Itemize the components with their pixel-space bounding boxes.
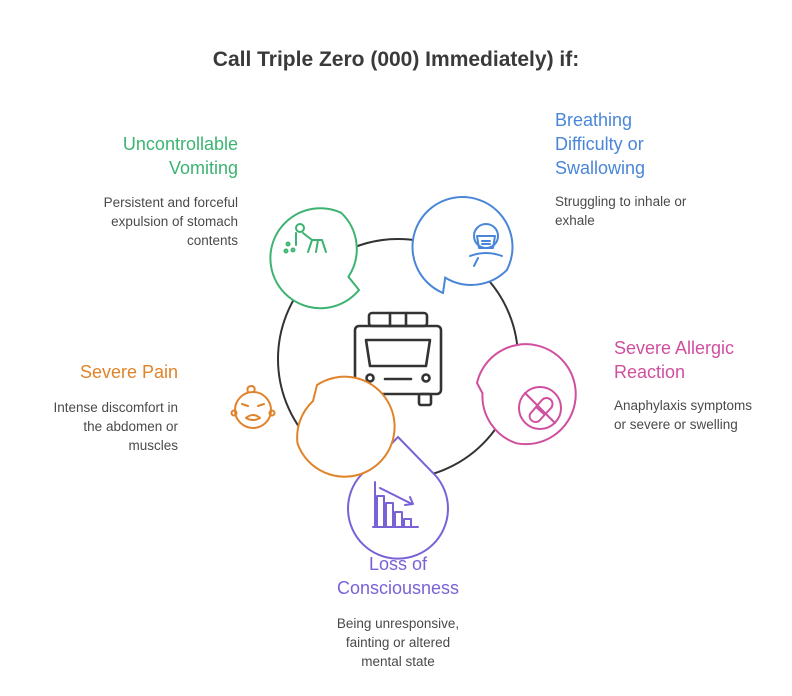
breathing-heading: Breathing Difficulty or Swallowing: [555, 108, 755, 180]
allergic-heading-line-1: Severe Allergic: [614, 338, 735, 358]
pain-description-line-2: the abdomen or: [83, 419, 178, 434]
pain-pin: [230, 375, 396, 478]
consciousness-heading: Loss of Consciousness: [298, 552, 498, 600]
breathing-description: Struggling to inhale or exhale: [555, 192, 755, 230]
no-pills-icon: [518, 386, 562, 430]
vomiting-description-line-3: contents: [186, 233, 238, 248]
crawling-vomit-icon: [283, 223, 327, 254]
breathing-pin: [411, 196, 514, 295]
vomiting-description: Persistent and forceful expulsion of sto…: [58, 193, 238, 250]
breathing-description-line-2: exhale: [555, 213, 595, 228]
allergic-heading: Severe Allergic Reaction: [614, 336, 784, 384]
pain-heading: Severe Pain: [8, 360, 178, 384]
vomiting-pin: [269, 207, 361, 310]
face-mask-icon: [469, 223, 503, 267]
consciousness-description-line-1: Being unresponsive,: [336, 616, 460, 631]
page-title: Call Triple Zero (000) Immediately) if:: [212, 48, 580, 71]
consciousness-description: Being unresponsive, fainting or altered …: [298, 614, 498, 671]
vomiting-heading-line-1: Uncontrollable: [122, 134, 238, 154]
allergic-pin: [475, 343, 577, 446]
breathing-heading-line-1: Breathing: [555, 110, 633, 130]
breathing-heading-line-2: Difficulty or: [555, 134, 644, 154]
consciousness-description-line-2: fainting or altered: [345, 635, 451, 650]
breathing-heading-line-3: Swallowing: [555, 158, 646, 178]
vomiting-description-line-2: expulsion of stomach: [111, 214, 238, 229]
allergic-description: Anaphylaxis symptoms or severe or swelli…: [614, 396, 784, 434]
breathing-description-line-1: Struggling to inhale or: [555, 194, 687, 209]
consciousness-description-line-3: mental state: [361, 654, 435, 669]
vomiting-heading-line-2: Vomiting: [168, 158, 238, 178]
consciousness-heading-line-2: Consciousness: [336, 578, 460, 598]
pain-description-line-3: muscles: [128, 438, 178, 453]
consciousness-heading-line-1: Loss of: [368, 554, 428, 574]
allergic-description-line-2: or severe or swelling: [614, 417, 738, 432]
pain-description-line-1: Intense discomfort in: [53, 400, 178, 415]
declining-bars-icon: [372, 481, 419, 528]
pain-heading-line-1: Severe Pain: [79, 362, 178, 382]
allergic-description-line-1: Anaphylaxis symptoms: [614, 398, 753, 413]
vomiting-description-line-1: Persistent and forceful: [103, 195, 238, 210]
vomiting-heading: Uncontrollable Vomiting: [58, 132, 238, 180]
pain-description: Intense discomfort in the abdomen or mus…: [8, 398, 178, 455]
allergic-heading-line-2: Reaction: [614, 362, 686, 382]
crying-face-icon: [230, 385, 276, 429]
